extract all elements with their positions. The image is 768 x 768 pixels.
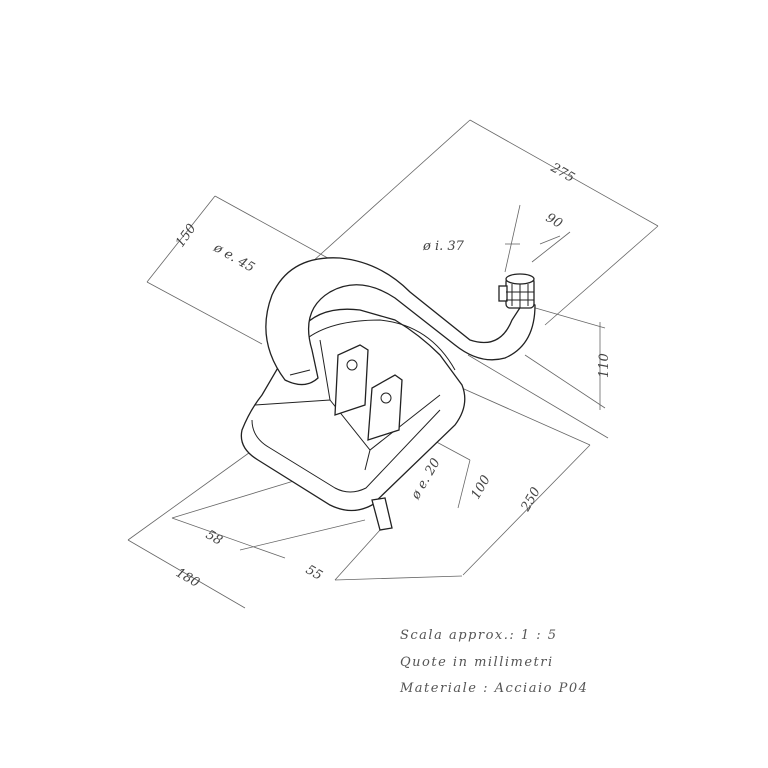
exhaust-pipe	[265, 257, 536, 386]
dim-180: 180	[173, 565, 202, 590]
dim-275: 275	[547, 160, 577, 186]
dim-250: 250	[518, 485, 544, 515]
dim-110: 110	[597, 353, 612, 378]
dim-150: 150	[173, 221, 200, 250]
dim-55: 55	[303, 562, 325, 583]
dim-58: 58	[203, 527, 225, 548]
spigot	[371, 497, 393, 531]
mounting-brackets	[334, 344, 403, 441]
material-note: Materiale : Acciaio P04	[400, 681, 589, 696]
dim-pipe-inner-diameter: ø i. 37	[422, 239, 465, 254]
dim-100: 100	[468, 473, 493, 502]
dim-pipe-outer-diameter: ø e. 45	[210, 240, 257, 276]
units-note: Quote in millimetri	[400, 655, 554, 670]
dim-90: 90	[543, 210, 565, 231]
outlet-flange	[498, 273, 535, 309]
scale-note: Scala approx.: 1 : 5	[400, 628, 558, 643]
